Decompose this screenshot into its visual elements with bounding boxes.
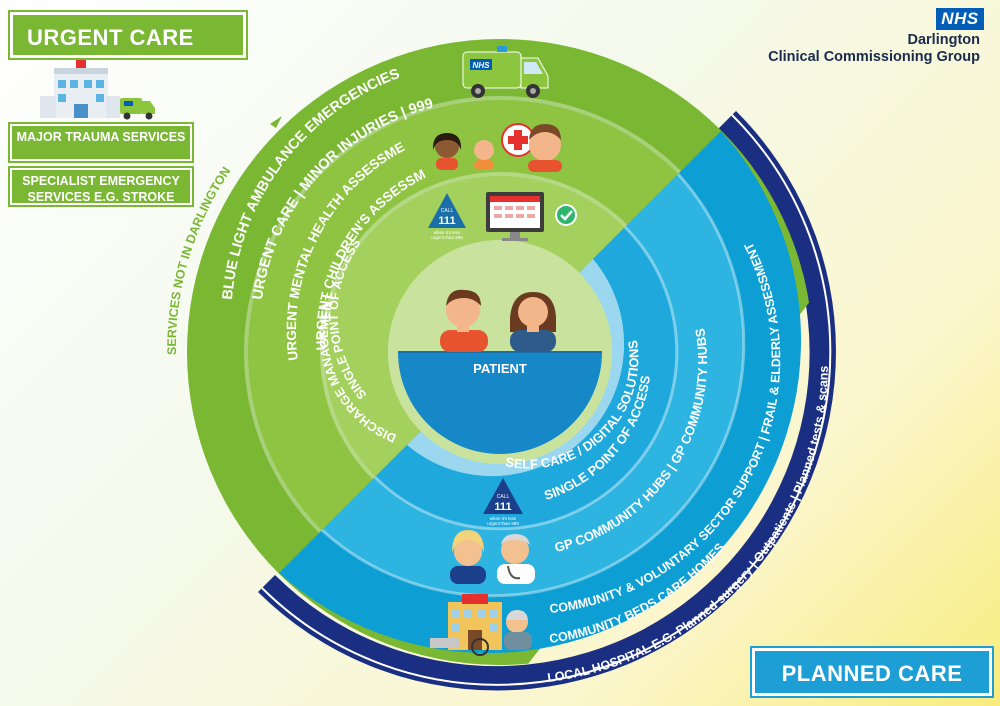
specialist-emergency-box: SPECIALIST EMERGENCY SERVICES E.G. STROK…: [10, 168, 192, 205]
svg-text:CALL: CALL: [441, 208, 454, 214]
svg-text:urgent than 999: urgent than 999: [431, 235, 463, 240]
patient-label: PATIENT: [473, 361, 527, 376]
svg-text:when it's less: when it's less: [434, 230, 461, 235]
community-hospital-icons: [430, 594, 532, 656]
ccg-name: Darlington Clinical Commissioning Group: [768, 32, 980, 66]
call111-badge-urgent: CALL 111 when it's less urgent than 999: [428, 193, 466, 240]
svg-text:when it's less: when it's less: [490, 516, 517, 521]
ambulance-icon: NHS: [462, 46, 549, 98]
call111-badge-planned: CALL 111 when it's less urgent than 999: [483, 478, 523, 526]
svg-text:111: 111: [438, 215, 455, 227]
major-hospital-icon: [40, 56, 120, 118]
svg-text:111: 111: [494, 501, 511, 513]
svg-text:NHS: NHS: [473, 61, 491, 70]
gp-staff-icons: [450, 530, 535, 584]
nhs-logo: NHS: [936, 8, 984, 30]
ccg-line-1: Darlington: [907, 32, 981, 48]
computer-check-icon: [486, 192, 577, 241]
planned-outer-border: [261, 114, 832, 686]
svg-text:urgent than 999: urgent than 999: [487, 521, 519, 526]
patient-female-icon: [510, 292, 556, 352]
patient-circle-bottom: [398, 352, 602, 454]
svg-text:CALL: CALL: [497, 494, 510, 500]
family-and-doctor-icons: [432, 123, 562, 172]
ccg-line-2: Clinical Commissioning Group: [768, 49, 980, 65]
urgent-care-title: URGENT CARE: [10, 12, 246, 58]
major-trauma-box: MAJOR TRAUMA SERVICES: [10, 124, 192, 161]
planned-care-title: PLANNED CARE: [752, 648, 992, 696]
small-ambulance-icon: [120, 98, 155, 120]
patient-male-icon: [440, 289, 488, 352]
services-arrow: [270, 116, 282, 128]
